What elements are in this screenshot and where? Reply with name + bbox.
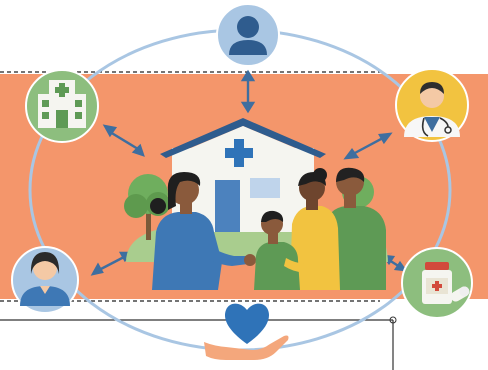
arrow-icon: [343, 132, 393, 160]
person-man: [326, 167, 386, 290]
arrow-icon: [102, 124, 145, 157]
person-doctor: [150, 172, 256, 290]
arrows: [90, 69, 408, 276]
heart-in-hand-icon: [204, 303, 289, 360]
arrow-icon: [240, 69, 256, 114]
user-icon: [216, 3, 280, 67]
doctor-icon: [395, 68, 469, 142]
nurse-icon: [11, 246, 79, 314]
clinic-building: [160, 118, 326, 232]
hospital-icon: [25, 69, 99, 143]
person-child: [254, 210, 314, 290]
medicine-icon: [401, 247, 473, 319]
central-scene: [124, 118, 388, 290]
corner-handle: [389, 316, 397, 324]
